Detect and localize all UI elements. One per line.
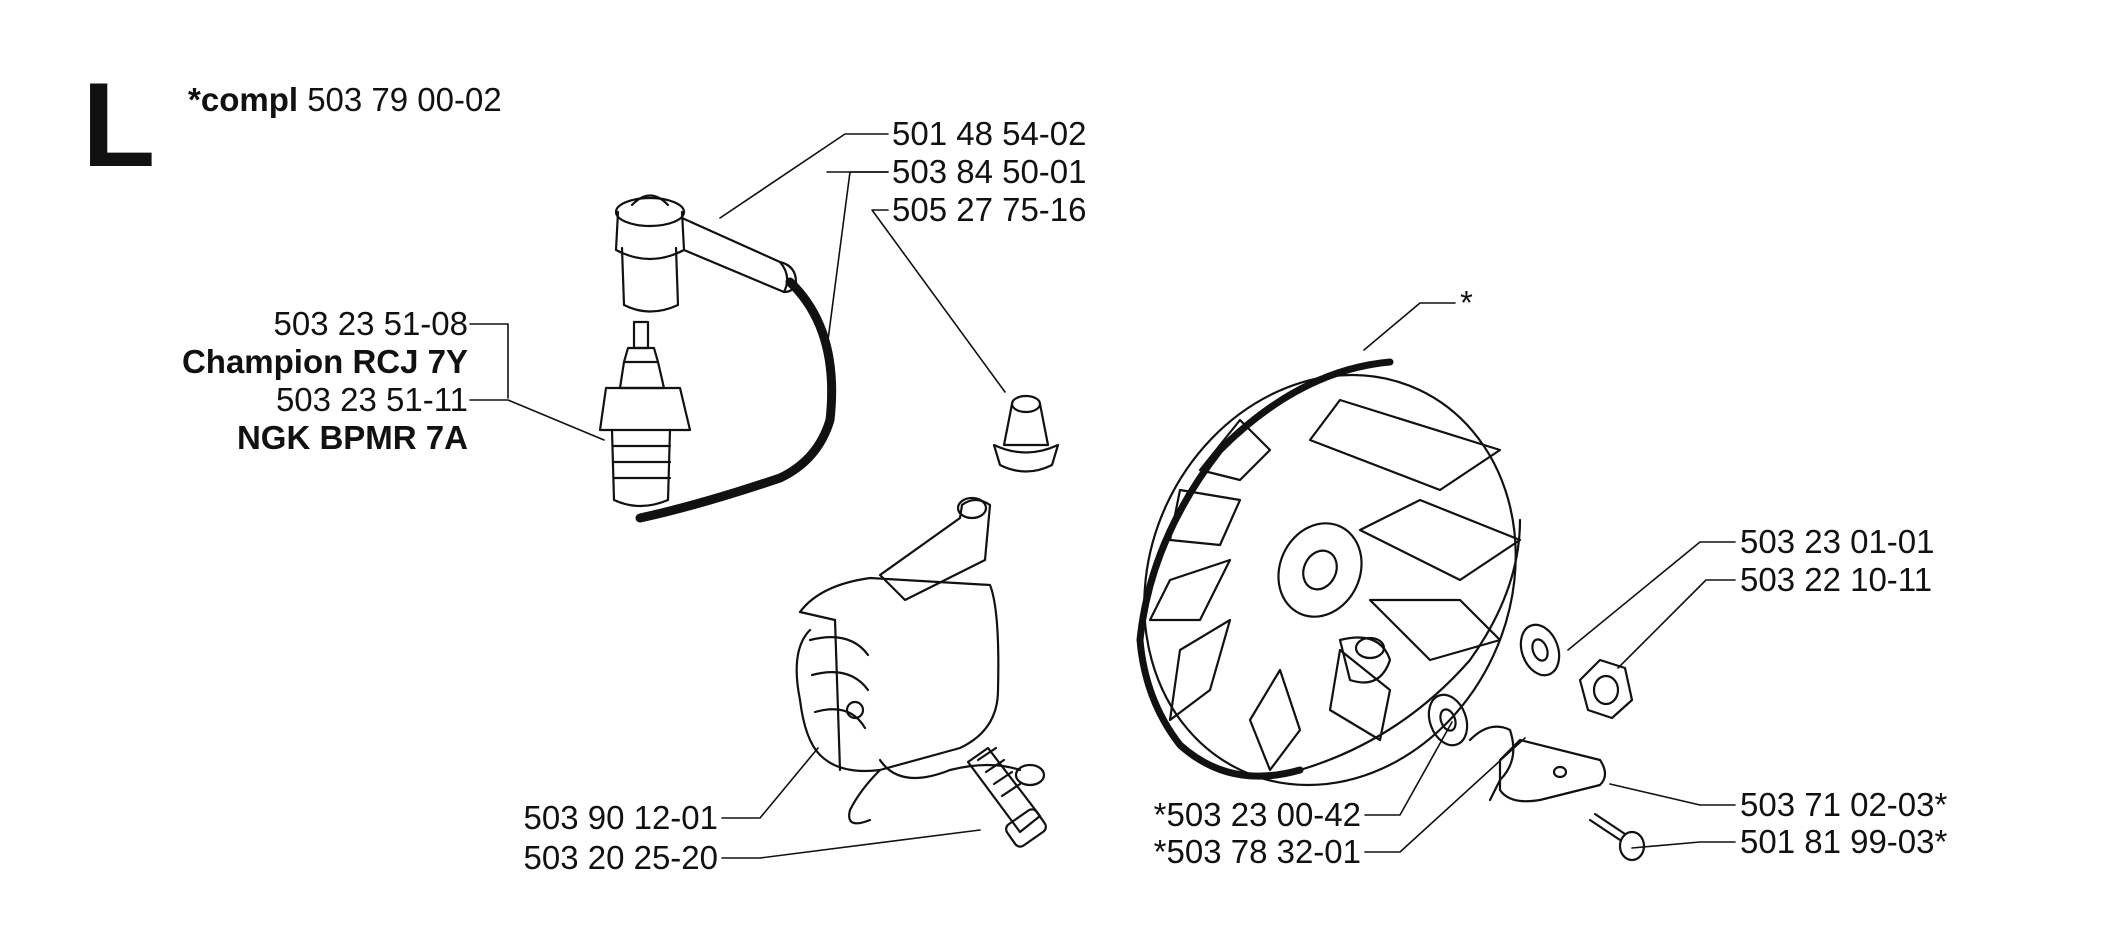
label-plug-ngk-number: 503 23 51-11	[275, 381, 468, 418]
small-washer-drawing	[1427, 693, 1469, 747]
washer-drawing	[1519, 623, 1561, 677]
label-pawl-screw: 501 81 99-03*	[1740, 823, 1948, 860]
label-nipple: 505 27 75-16	[892, 191, 1087, 228]
compl-prefix: *compl	[188, 81, 299, 118]
label-pawl: 503 71 02-03*	[1740, 786, 1948, 823]
label-plug-champion-name: Champion RCJ 7Y	[181, 343, 468, 380]
pawl-drawing	[1498, 738, 1607, 803]
label-plug-champion-number: 503 23 51-08	[273, 305, 468, 342]
ignition-lead-drawing	[635, 277, 837, 523]
label-screw: 503 20 25-20	[523, 839, 718, 876]
ignition-module-drawing	[795, 496, 1046, 825]
nipple-drawing	[992, 394, 1060, 473]
section-letter: L	[82, 58, 156, 192]
pawl-screw-drawing	[1588, 812, 1646, 862]
label-spark-cap: 501 48 54-02	[892, 115, 1087, 152]
label-small-washer: *503 23 00-42	[1153, 796, 1361, 833]
nut-drawing	[1578, 658, 1634, 720]
label-plug-ngk-name: NGK BPMR 7A	[236, 419, 468, 456]
label-module: 503 90 12-01	[523, 799, 718, 836]
spark-plug-cap-drawing	[614, 194, 798, 313]
label-ignition-lead: 503 84 50-01	[892, 153, 1087, 190]
complete-assembly-number: *compl 503 79 00-02	[188, 82, 502, 118]
label-flywheel-star: *	[1460, 284, 1473, 321]
screw-drawing	[966, 746, 1047, 848]
flywheel-drawing	[1136, 358, 1522, 787]
label-washer: 503 23 01-01	[1740, 523, 1935, 560]
leader-lines	[469, 133, 1736, 859]
spark-plug-drawing	[598, 320, 692, 508]
label-spring: *503 78 32-01	[1153, 833, 1361, 870]
compl-number: 503 79 00-02	[307, 81, 502, 118]
spring-drawing	[1468, 725, 1515, 802]
label-nut: 503 22 10-11	[1740, 561, 1933, 598]
